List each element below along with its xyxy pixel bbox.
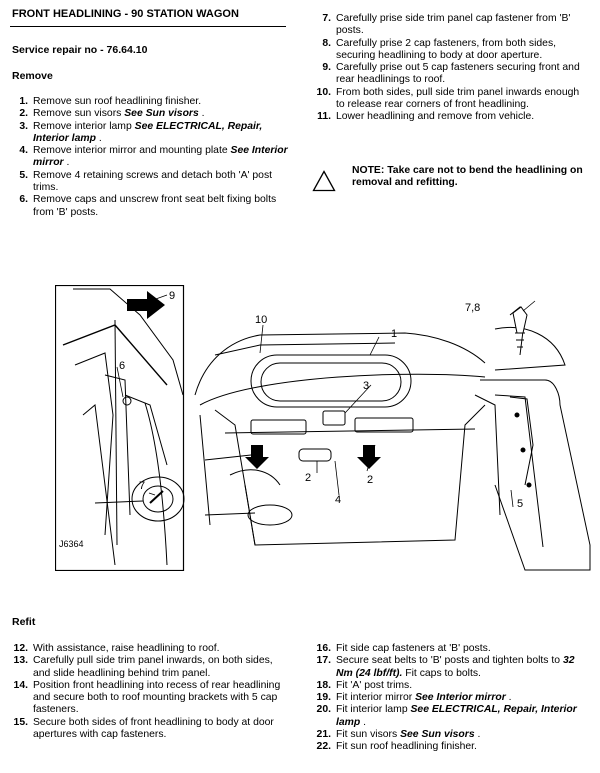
callout-label: 10	[255, 314, 267, 326]
step-item: 2.Remove sun visors See Sun visors .	[19, 108, 205, 120]
remove-steps-left: 1.Remove sun roof headlining finisher. 2…	[9, 96, 289, 219]
direction-arrow-icon	[127, 291, 165, 319]
cross-reference-link[interactable]: See Interior mirror	[415, 692, 506, 704]
interior-view	[194, 332, 501, 546]
callout-label: 6	[119, 360, 125, 372]
step-item: 19.Fit interior mirror See Interior mirr…	[316, 692, 512, 704]
callout-label: 1	[391, 328, 397, 340]
c-post-inset	[480, 379, 591, 571]
step-item: 7.Carefully prise side trim panel cap fa…	[322, 13, 571, 37]
step-item: 1.Remove sun roof headlining finisher.	[19, 96, 202, 107]
step-item: 8.Carefully prise 2 cap fasteners, from …	[322, 37, 557, 61]
callout-label: 2	[367, 474, 373, 486]
callout-label: 5	[517, 498, 523, 510]
cross-reference-link[interactable]: See ELECTRICAL, Repair, Interior lamp	[33, 120, 263, 144]
callout-label: 7	[139, 480, 145, 492]
step-item: 20.Fit interior lamp See ELECTRICAL, Rep…	[316, 704, 577, 728]
refit-heading: Refit	[12, 616, 36, 628]
note-text: NOTE: Take care not to bend the headlini…	[352, 165, 583, 189]
page-title: FRONT HEADLINING - 90 STATION WAGON	[12, 8, 239, 20]
direction-arrow-icon	[245, 445, 269, 469]
refit-steps-left: 12.With assistance, raise headlining to …	[9, 643, 289, 741]
step-item: 3.Remove interior lamp See ELECTRICAL, R…	[19, 120, 263, 144]
step-item: 11.Lower headlining and remove from vehi…	[317, 111, 535, 123]
service-repair-number: Service repair no - 76.64.10	[12, 44, 148, 56]
step-item: 14.Position front headlining into recess…	[13, 679, 281, 716]
step-item: 17.Secure seat belts to 'B' posts and ti…	[316, 655, 575, 679]
step-item: 9.Carefully prise out 5 cap fasteners se…	[322, 62, 580, 86]
callout-label: 7,8	[465, 302, 480, 314]
step-item: 16.Fit side cap fasteners at 'B' posts.	[316, 643, 491, 654]
step-item: 15.Secure both sides of front headlining…	[13, 716, 274, 741]
callout-label: 2	[305, 472, 311, 484]
remove-heading: Remove	[12, 70, 53, 82]
step-item: 4.Remove interior mirror and mounting pl…	[19, 145, 288, 169]
cross-reference-link[interactable]: See Sun visors	[400, 729, 475, 741]
warning-triangle-icon	[312, 170, 336, 192]
torque-value: 32 Nm (24 lbf/ft).	[336, 655, 575, 679]
step-item: 13.Carefully pull side trim panel inward…	[13, 655, 273, 679]
step-item: 12.With assistance, raise headlining to …	[13, 643, 220, 654]
step-item: 21.Fit sun visors See Sun visors .	[316, 729, 481, 741]
callout-label: 3	[363, 380, 369, 392]
step-item: 10.From both sides, pull side trim panel…	[316, 86, 580, 111]
step-item: 6.Remove caps and unscrew front seat bel…	[19, 194, 277, 218]
callout-label: 9	[169, 290, 175, 302]
remove-steps-right: 7.Carefully prise side trim panel cap fa…	[312, 13, 590, 124]
direction-arrow-icon	[357, 445, 381, 469]
headlining-diagram: 9 10 1 7,8 6 3 2 2 4 5 7 J6364	[55, 285, 591, 571]
fastener-inset	[494, 306, 566, 371]
cross-reference-link[interactable]: See ELECTRICAL, Repair, Interior lamp	[336, 704, 577, 728]
step-item: 18.Fit 'A' post trims.	[316, 679, 413, 691]
step-item: 22.Fit sun roof headlining finisher.	[316, 741, 477, 753]
figure-id: J6364	[59, 539, 84, 549]
callout-label: 4	[335, 494, 341, 506]
step-item: 5.Remove 4 retaining screws and detach b…	[19, 169, 273, 194]
title-divider	[10, 26, 286, 27]
cross-reference-link[interactable]: See Sun visors	[124, 108, 199, 120]
b-post-inset	[55, 285, 185, 571]
cross-reference-link[interactable]: See Interior mirror	[33, 145, 288, 169]
refit-steps-right: 16.Fit side cap fasteners at 'B' posts. …	[312, 643, 590, 754]
